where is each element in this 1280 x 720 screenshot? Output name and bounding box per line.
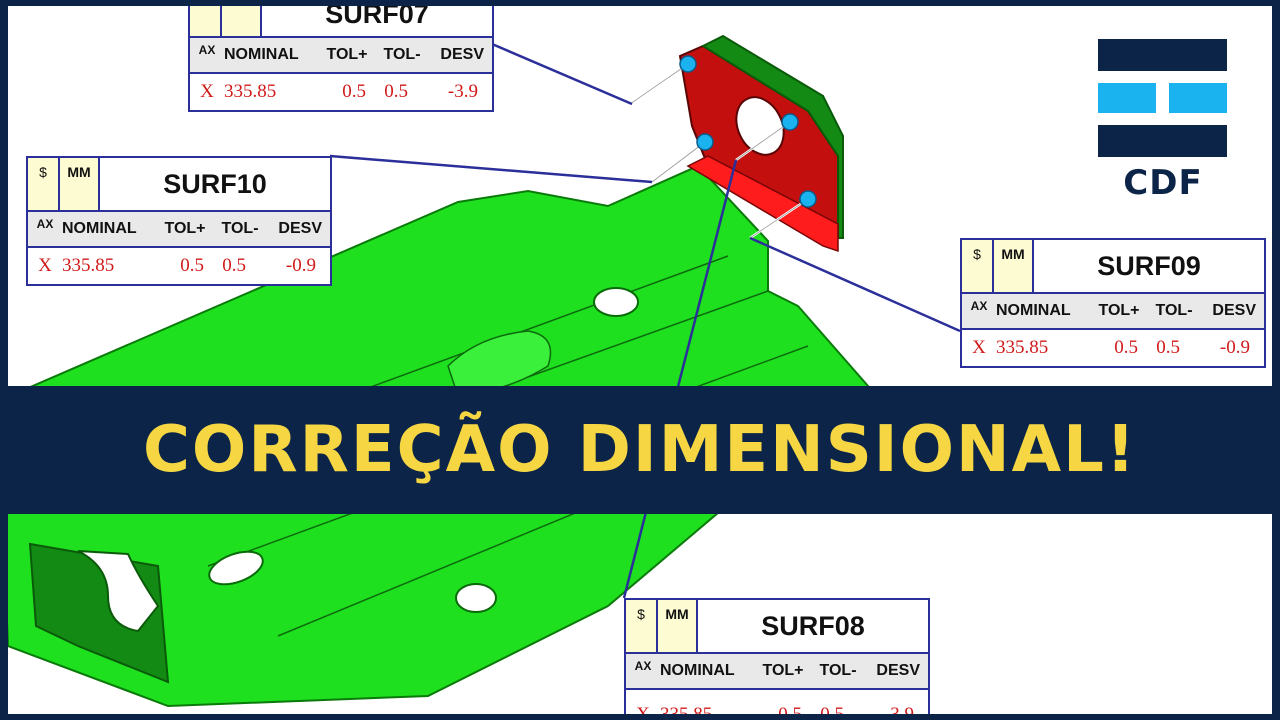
logo-blue-left <box>1098 83 1156 113</box>
value-tol-plus: 0.5 <box>180 255 204 276</box>
logo-bar-bottom <box>1098 125 1227 157</box>
feature-frame-surf08: $ MM SURF08 AX NOMINAL TOL+ TOL- DESV X … <box>624 598 930 714</box>
symbol-cell: $ <box>190 6 222 36</box>
leader-line <box>622 159 738 599</box>
feature-frame-surf10: $ MM SURF10 AX NOMINAL TOL+ TOL- DESV X … <box>26 156 332 286</box>
bracket-hole <box>735 96 785 156</box>
header-desv: DESV <box>440 46 484 63</box>
header-desv: DESV <box>1212 302 1256 319</box>
banner-title: CORREÇÃO DIMENSIONAL! <box>142 413 1138 487</box>
unit-cell: MM <box>994 240 1034 292</box>
unit-cell: MM <box>658 600 698 652</box>
feature-frame-surf07: $ MM SURF07 AX NOMINAL TOL+ TOL- DESV X … <box>188 6 494 112</box>
logo-bar-top <box>1098 39 1227 71</box>
symbol-cell: $ <box>626 600 658 652</box>
bracket-side <box>700 34 844 239</box>
value-axis: X <box>38 255 52 276</box>
symbol-cell: $ <box>962 240 994 292</box>
header-tol-plus: TOL+ <box>164 220 206 237</box>
value-tol-plus: 0.5 <box>750 704 802 714</box>
value-axis: X <box>626 704 660 714</box>
logo-blue-right <box>1169 83 1227 113</box>
unit-cell: MM <box>60 158 100 210</box>
frame-title: SURF09 <box>1097 250 1201 281</box>
value-desv: -3.9 <box>447 81 478 102</box>
unit-cell: MM <box>222 6 262 36</box>
header-ax: AX <box>970 299 988 313</box>
header-nominal: NOMINAL <box>660 662 735 679</box>
header-tol-minus: TOL- <box>1155 302 1193 319</box>
value-tol-minus: 0.5 <box>384 81 408 102</box>
value-tol-minus: 0.5 <box>802 704 844 714</box>
frame-title: SURF07 <box>325 6 429 29</box>
leader-line <box>329 154 653 184</box>
logo-text: CDF <box>1123 163 1203 203</box>
header-tol-plus: TOL+ <box>326 46 368 63</box>
leader-line <box>749 236 961 333</box>
value-desv: -0.9 <box>285 255 316 276</box>
header-tol-minus: TOL- <box>819 662 857 679</box>
value-nominal: 335.85 <box>62 255 115 276</box>
header-ax: AX <box>634 659 652 673</box>
value-desv: -0.9 <box>1219 337 1250 358</box>
feature-frame-surf09: $ MM SURF09 AX NOMINAL TOL+ TOL- DESV X … <box>960 238 1266 368</box>
value-nominal: 335.85 <box>996 337 1049 358</box>
header-tol-minus: TOL- <box>221 220 259 237</box>
header-ax: AX <box>198 43 216 57</box>
leader-line <box>491 42 633 106</box>
header-nominal: NOMINAL <box>62 220 137 237</box>
hole <box>208 550 264 586</box>
header-nominal: NOMINAL <box>996 302 1071 319</box>
header-tol-plus: TOL+ <box>1098 302 1140 319</box>
probe-point <box>799 190 817 208</box>
header-desv: DESV <box>876 662 920 679</box>
probe-point <box>696 133 714 151</box>
header-tol-minus: TOL- <box>383 46 421 63</box>
frame-title: SURF10 <box>163 168 267 199</box>
value-tol-minus: 0.5 <box>1156 337 1180 358</box>
value-nominal: 335.85 <box>660 704 750 714</box>
frame-title: SURF08 <box>761 610 865 641</box>
value-tol-minus: 0.5 <box>222 255 246 276</box>
value-axis: X <box>972 337 986 358</box>
cad-viewport: $ MM SURF07 AX NOMINAL TOL+ TOL- DESV X … <box>8 6 1272 714</box>
value-axis: X <box>200 81 214 102</box>
probe-point <box>781 113 799 131</box>
header-nominal: NOMINAL <box>224 46 299 63</box>
header-desv: DESV <box>278 220 322 237</box>
bracket-bend <box>686 155 839 253</box>
title-banner: CORREÇÃO DIMENSIONAL! <box>0 386 1280 514</box>
header-ax: AX <box>36 217 54 231</box>
cdf-logo: CDF <box>1098 39 1228 203</box>
header-tol-plus: TOL+ <box>762 662 804 679</box>
value-tol-plus: 0.5 <box>1114 337 1138 358</box>
probe-point <box>679 55 697 73</box>
symbol-cell: $ <box>28 158 60 210</box>
value-tol-plus: 0.5 <box>342 81 366 102</box>
hole <box>455 583 497 613</box>
hole <box>593 287 639 317</box>
value-desv: -3.9 <box>844 704 914 714</box>
value-nominal: 335.85 <box>224 81 277 102</box>
